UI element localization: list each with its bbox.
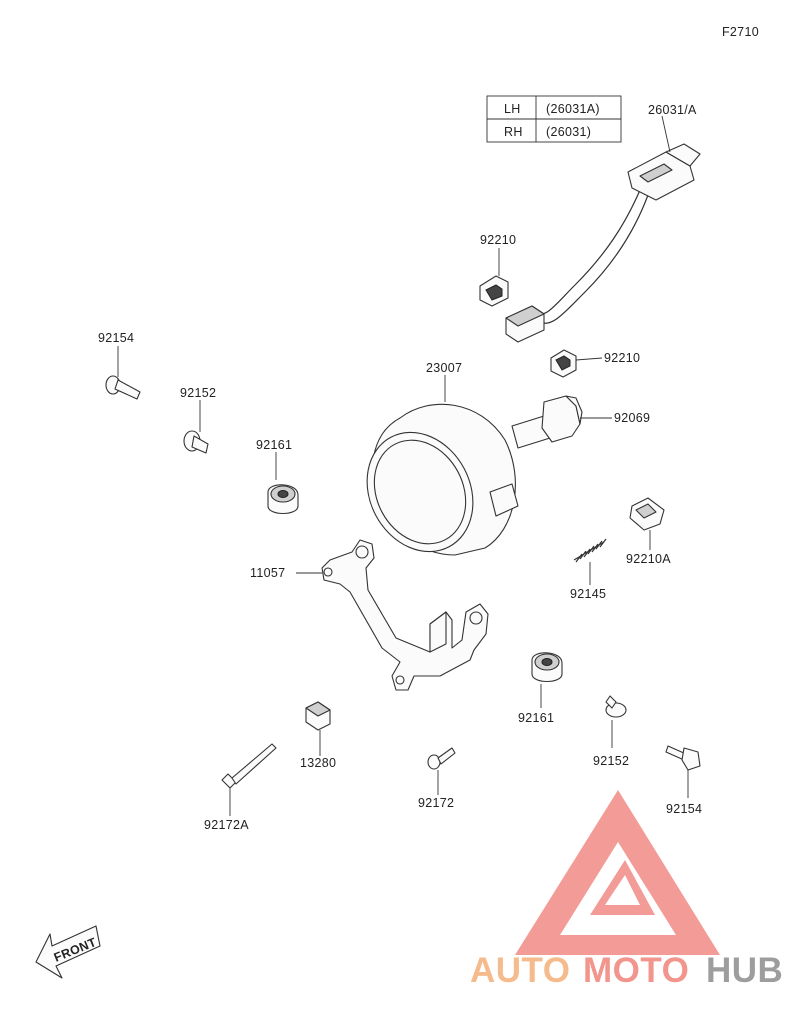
callout-nut: 13280 <box>300 756 336 770</box>
callout-screw: 92172 <box>418 796 454 810</box>
callout-clip-right: 92210A <box>626 552 671 566</box>
side-table-rh-part: (26031) <box>546 125 591 139</box>
fog-lamp <box>366 375 519 556</box>
collar-left <box>183 400 209 454</box>
bolt-right <box>665 745 701 798</box>
callout-bracket: 11057 <box>250 566 285 580</box>
clip-right <box>629 497 665 550</box>
grommet-right <box>531 652 563 708</box>
callout-harness: 26031/A <box>648 103 697 117</box>
screw <box>427 747 456 795</box>
callout-bolt-right: 92154 <box>666 802 702 816</box>
callout-grommet-left: 92161 <box>256 438 292 452</box>
wiring-harness <box>505 115 701 343</box>
clip-mid <box>550 349 603 378</box>
callout-screw-long: 92172A <box>204 818 249 832</box>
clip-upper <box>479 248 509 307</box>
spring <box>573 538 607 585</box>
nut <box>305 701 331 756</box>
callout-grommet-right: 92161 <box>518 711 554 725</box>
screw-long <box>221 743 277 816</box>
front-arrow: FRONT <box>35 925 101 979</box>
grommet-left <box>267 452 299 515</box>
bolt-left <box>105 346 141 400</box>
bulb <box>511 395 612 449</box>
callout-collar-right: 92152 <box>593 754 629 768</box>
callout-collar-left: 92152 <box>180 386 216 400</box>
callout-lamp: 23007 <box>426 361 462 375</box>
watermark-word-hub: HUB <box>706 951 783 990</box>
watermark-word-auto: AUTO <box>470 951 571 990</box>
bracket <box>296 539 489 691</box>
callout-bulb: 92069 <box>614 411 650 425</box>
watermark-logo: AUTO MOTO HUB <box>470 790 783 990</box>
figure-code: F2710 <box>722 25 759 39</box>
callout-clip-upper: 92210 <box>480 233 516 247</box>
collar-right <box>605 695 627 748</box>
side-table-lh: LH <box>504 102 521 116</box>
callout-clip-mid: 92210 <box>604 351 640 365</box>
side-table: LH (26031A) RH (26031) <box>486 95 622 143</box>
callout-bolt-left: 92154 <box>98 331 134 345</box>
side-table-lh-part: (26031A) <box>546 102 600 116</box>
watermark-word-moto: MOTO <box>583 951 689 990</box>
callout-spring: 92145 <box>570 587 606 601</box>
watermark-triangle <box>515 790 720 955</box>
side-table-rh: RH <box>504 125 523 139</box>
